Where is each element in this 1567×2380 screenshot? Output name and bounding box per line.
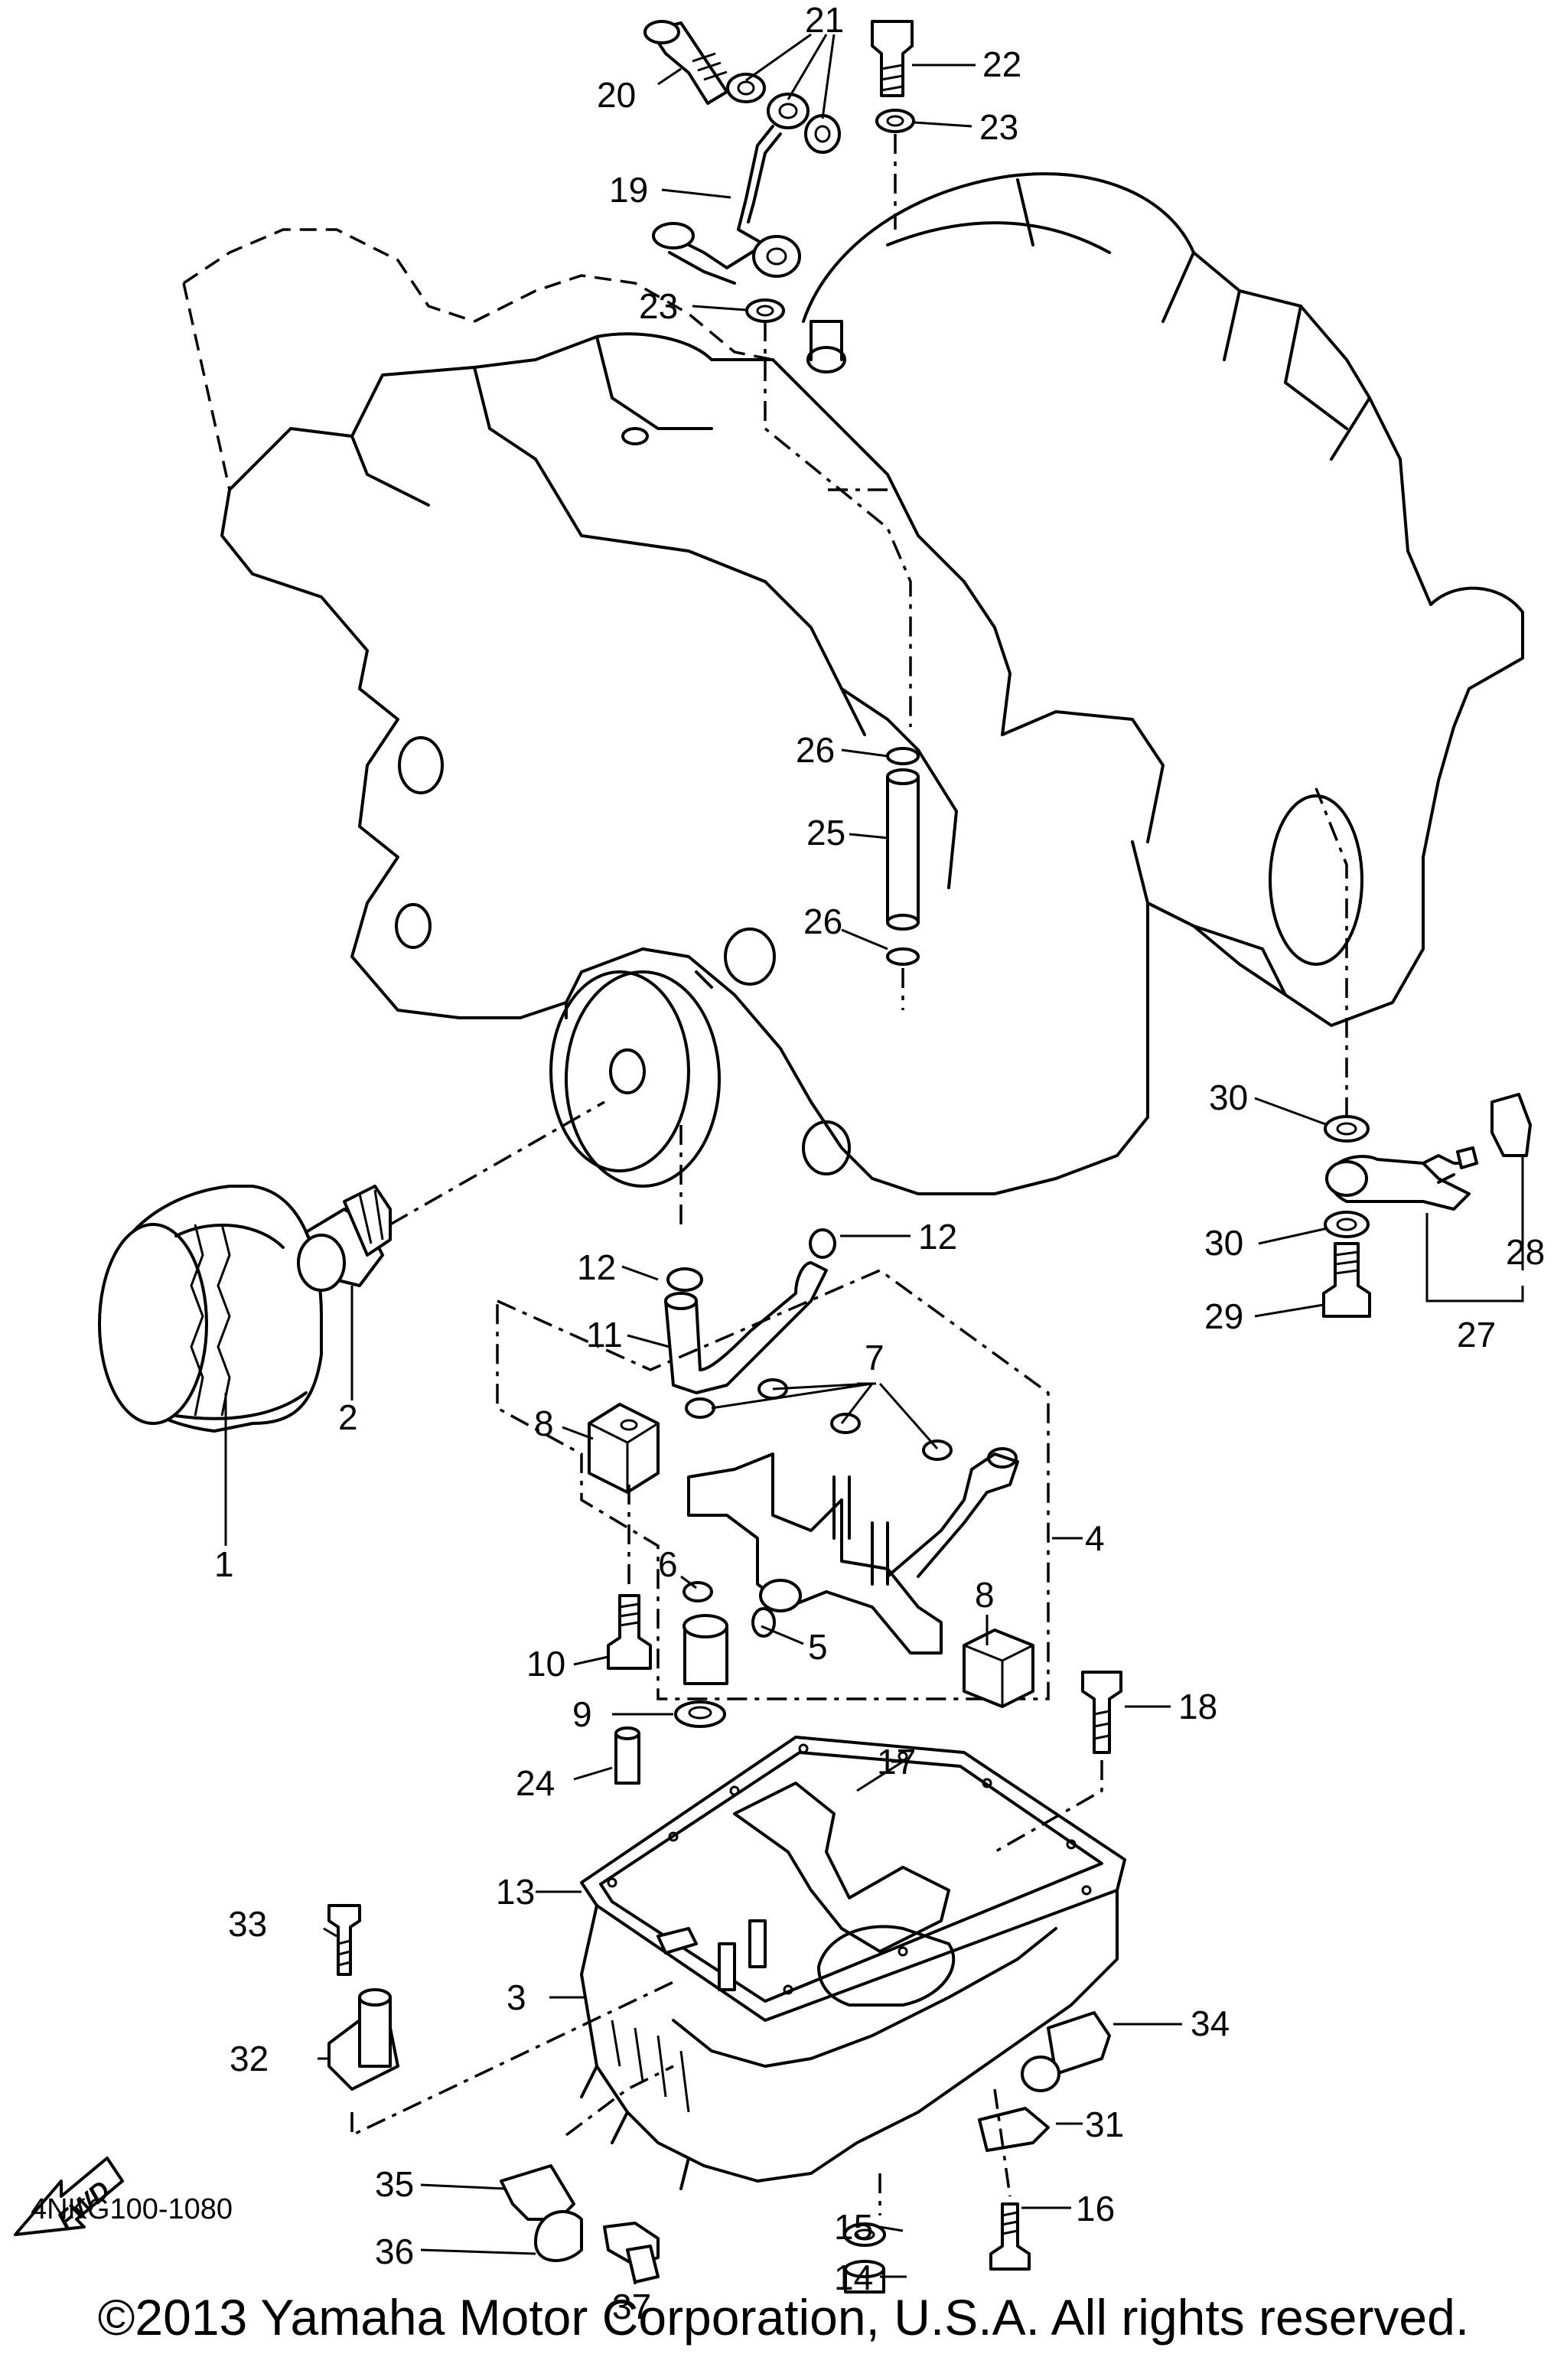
callout-12-right: 12 bbox=[918, 1217, 957, 1257]
oil-pipe-drawing bbox=[886, 747, 920, 1010]
callout-6: 6 bbox=[658, 1544, 678, 1584]
callout-7: 7 bbox=[865, 1338, 884, 1377]
callout-16: 16 bbox=[1076, 2189, 1115, 2228]
callout-numbers: 1 2 3 4 5 6 7 8 8 9 10 11 12 12 13 14 15… bbox=[214, 0, 1545, 2326]
callout-1: 1 bbox=[214, 1544, 234, 1584]
callout-14: 14 bbox=[834, 2258, 873, 2297]
callout-2: 2 bbox=[338, 1397, 358, 1437]
callout-37: 37 bbox=[612, 2287, 651, 2326]
callout-27: 27 bbox=[1457, 1315, 1496, 1355]
callout-35: 35 bbox=[375, 2164, 414, 2204]
oil-level-switch-drawing bbox=[1315, 787, 1532, 1318]
oil-pan-drawing bbox=[580, 1671, 1126, 2294]
strainer-housing-drawing bbox=[496, 1268, 1050, 1728]
callout-18: 18 bbox=[1178, 1687, 1217, 1726]
oil-filter-drawing bbox=[98, 1100, 605, 1433]
callout-9: 9 bbox=[572, 1694, 592, 1734]
drawing-code: 4NKG100-1080 bbox=[31, 2193, 233, 2225]
callout-26-upper: 26 bbox=[796, 730, 835, 770]
brackets-drawing bbox=[327, 1904, 1111, 2284]
callout-23-upper: 23 bbox=[979, 107, 1018, 147]
callout-32: 32 bbox=[230, 2039, 269, 2078]
callout-20: 20 bbox=[597, 75, 636, 115]
callout-15: 15 bbox=[834, 2207, 873, 2247]
callout-36: 36 bbox=[375, 2232, 414, 2271]
callout-23-lower: 23 bbox=[639, 286, 678, 326]
oil-delivery-pipe-drawing bbox=[643, 20, 915, 727]
callout-28: 28 bbox=[1506, 1232, 1545, 1272]
callout-26-lower: 26 bbox=[803, 901, 842, 941]
callout-4: 4 bbox=[1085, 1518, 1105, 1558]
callout-11: 11 bbox=[586, 1315, 623, 1355]
callout-8-upper: 8 bbox=[534, 1404, 554, 1443]
callout-5: 5 bbox=[808, 1627, 828, 1667]
callout-17: 17 bbox=[877, 1742, 916, 1782]
callout-12-left: 12 bbox=[577, 1247, 616, 1287]
callout-19: 19 bbox=[609, 170, 648, 210]
callout-33: 33 bbox=[228, 1904, 267, 1944]
callout-24: 24 bbox=[516, 1763, 555, 1803]
callout-13: 13 bbox=[496, 1872, 535, 1912]
callout-29: 29 bbox=[1204, 1296, 1243, 1336]
callout-22: 22 bbox=[982, 44, 1021, 84]
copyright-notice: ©2013 Yamaha Motor Corporation, U.S.A. A… bbox=[97, 2289, 1470, 2346]
callout-25: 25 bbox=[806, 813, 845, 853]
callout-8-lower: 8 bbox=[975, 1575, 995, 1615]
engine-crankcase-drawing bbox=[182, 172, 1524, 1195]
leader-lines bbox=[224, 33, 1524, 2285]
oil-pipe-11-drawing bbox=[664, 1125, 836, 1394]
callout-30-lower: 30 bbox=[1204, 1223, 1243, 1263]
callout-10: 10 bbox=[526, 1644, 565, 1684]
callout-30-upper: 30 bbox=[1209, 1078, 1248, 1117]
callout-34: 34 bbox=[1191, 2003, 1230, 2043]
callout-31: 31 bbox=[1085, 2105, 1124, 2144]
callout-21: 21 bbox=[805, 0, 844, 40]
callout-3: 3 bbox=[507, 1977, 526, 2017]
